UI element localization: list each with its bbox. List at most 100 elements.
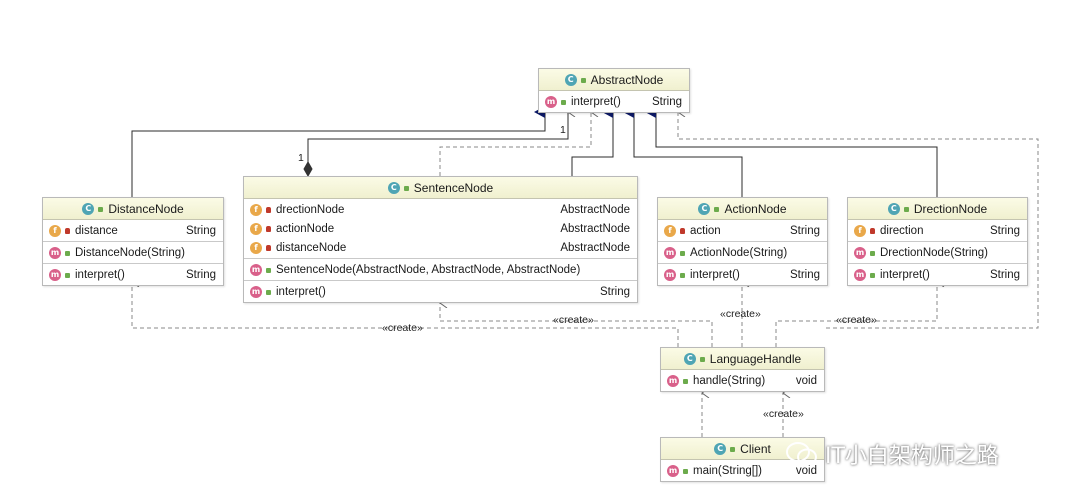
public-icon: [97, 205, 105, 213]
dep-language-sentence: [440, 303, 713, 347]
constructor-row: m ActionNode(String): [658, 243, 827, 262]
class-name: DrectionNode: [913, 201, 988, 216]
method-icon: m: [49, 268, 61, 281]
member-type: String: [989, 268, 1020, 281]
public-icon: [869, 271, 877, 279]
member-type: String: [789, 224, 820, 237]
class-icon: C: [887, 202, 900, 215]
field-row: f actionNode AbstractNode: [244, 219, 637, 238]
constructor-row: m DrectionNode(String): [848, 243, 1027, 262]
method-icon: m: [250, 285, 262, 298]
constructor-row: m DistanceNode(String): [43, 243, 223, 262]
member-name: interpret(): [690, 268, 740, 281]
methods-section: m main(String[]) void: [661, 460, 824, 481]
inherit-drection-line: [645, 106, 938, 197]
class-language-handle[interactable]: C LanguageHandle m handle(String) void: [660, 347, 825, 392]
class-icon: C: [714, 442, 727, 455]
method-row: m handle(String) void: [661, 371, 824, 390]
public-icon: [713, 205, 721, 213]
public-icon: [679, 249, 687, 257]
aggregation-diamond: [303, 160, 313, 178]
public-icon: [403, 184, 411, 192]
field-icon: f: [664, 224, 676, 237]
class-client[interactable]: C Client m main(String[]) void: [660, 437, 825, 482]
fields-section: f action String: [658, 220, 827, 242]
methods-section: m interpret() String: [848, 264, 1027, 285]
class-header: C Client: [661, 438, 824, 460]
create-label-drection: «create»: [836, 314, 877, 326]
class-abstract-node[interactable]: C AbstractNode m interpret() String: [538, 68, 690, 113]
public-icon: [580, 76, 588, 84]
public-icon: [699, 355, 707, 363]
member-type: String: [185, 268, 216, 281]
class-header: C SentenceNode: [244, 177, 637, 199]
create-label-action: «create»: [720, 308, 761, 320]
member-type: String: [651, 95, 682, 108]
private-lock-icon: [679, 227, 687, 235]
member-name: interpret(): [276, 285, 326, 298]
dep-language-distance: [132, 282, 679, 347]
public-icon: [64, 271, 72, 279]
watermark: IT小白架构师之路: [785, 438, 999, 470]
member-name: distance: [75, 224, 118, 237]
create-label-sentence: «create»: [553, 314, 594, 326]
class-action-node[interactable]: C ActionNode f action String m ActionNod…: [657, 197, 828, 286]
fields-section: f distance String: [43, 220, 223, 242]
class-name: DistanceNode: [108, 201, 184, 216]
methods-section: m interpret() String: [658, 264, 827, 285]
member-type: String: [599, 285, 630, 298]
member-name: ActionNode(String): [690, 246, 788, 259]
class-name: Client: [740, 441, 771, 456]
class-icon: C: [683, 352, 696, 365]
dep-language-abstract: [678, 112, 1039, 329]
public-icon: [682, 467, 690, 475]
class-drection-node[interactable]: C DrectionNode f direction String m Drec…: [847, 197, 1028, 286]
public-icon: [903, 205, 911, 213]
fields-section: f direction String: [848, 220, 1027, 242]
member-type: AbstractNode: [560, 222, 630, 235]
method-icon: m: [664, 246, 676, 259]
methods-section: m handle(String) void: [661, 370, 824, 391]
public-icon: [560, 98, 568, 106]
private-lock-icon: [64, 227, 72, 235]
member-type: AbstractNode: [560, 241, 630, 254]
private-lock-icon: [869, 227, 877, 235]
method-icon: m: [545, 95, 557, 108]
method-icon: m: [664, 268, 676, 281]
member-type: String: [989, 224, 1020, 237]
multiplicity-label-left: 1: [298, 152, 304, 164]
field-row: f direction String: [848, 221, 1027, 240]
method-row: m main(String[]) void: [661, 461, 824, 480]
member-name: action: [690, 224, 721, 237]
class-distance-node[interactable]: C DistanceNode f distance String m Dista…: [42, 197, 224, 286]
member-name: SentenceNode(AbstractNode, AbstractNode,…: [276, 263, 581, 276]
field-row: f distanceNode AbstractNode: [244, 238, 637, 257]
member-type: void: [795, 464, 817, 477]
member-type: AbstractNode: [560, 203, 630, 216]
method-row: m interpret() String: [539, 92, 689, 111]
constructor-row: m SentenceNode(AbstractNode, AbstractNod…: [244, 260, 637, 279]
field-icon: f: [854, 224, 866, 237]
field-icon: f: [250, 203, 262, 216]
class-sentence-node[interactable]: C SentenceNode f drectionNode AbstractNo…: [243, 176, 638, 303]
private-lock-icon: [265, 206, 273, 214]
field-icon: f: [250, 222, 262, 235]
class-name: SentenceNode: [413, 180, 494, 195]
inherit-distance-line: [131, 106, 546, 197]
class-icon: C: [82, 202, 95, 215]
class-header: C ActionNode: [658, 198, 827, 220]
class-header: C AbstractNode: [539, 69, 689, 91]
member-name: DrectionNode(String): [880, 246, 989, 259]
class-name: ActionNode: [724, 201, 787, 216]
method-icon: m: [854, 246, 866, 259]
static-method-icon: m: [667, 464, 679, 477]
public-icon: [869, 249, 877, 257]
aggregation-line: [307, 112, 568, 166]
methods-section: m interpret() String: [244, 281, 637, 302]
class-header: C DrectionNode: [848, 198, 1027, 220]
class-icon: C: [564, 73, 577, 86]
watermark-text: IT小白架构师之路: [825, 444, 999, 469]
class-header: C LanguageHandle: [661, 348, 824, 370]
field-icon: f: [49, 224, 61, 237]
